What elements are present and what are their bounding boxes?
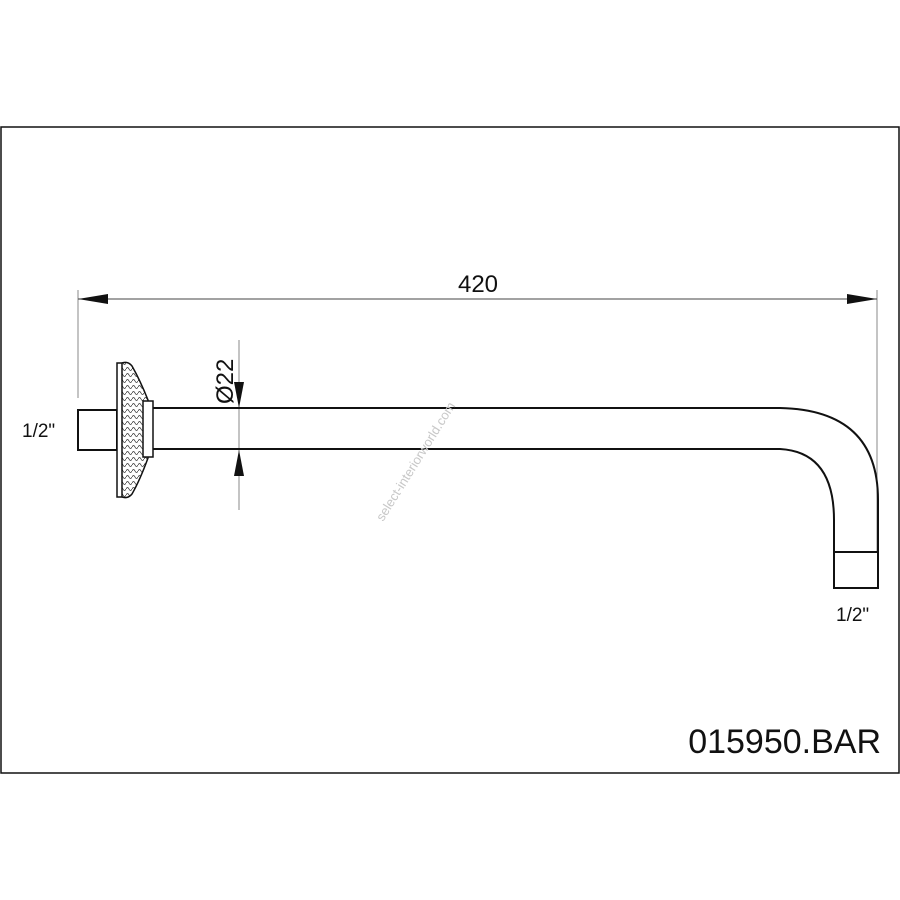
length-dimension bbox=[77, 290, 878, 560]
outlet-thread-label: 1/2" bbox=[836, 605, 869, 626]
inlet-thread-label: 1/2" bbox=[22, 421, 55, 442]
arrow-left-icon bbox=[78, 294, 108, 304]
diameter-dimension bbox=[234, 340, 244, 510]
decorative-flange bbox=[116, 361, 154, 499]
drawing-frame bbox=[0, 126, 900, 774]
outlet-nipple bbox=[833, 551, 879, 589]
length-label: 420 bbox=[458, 271, 498, 298]
arrow-right-icon bbox=[847, 294, 877, 304]
shower-arm-pipe bbox=[153, 407, 879, 589]
product-code: 015950.BAR bbox=[688, 723, 881, 761]
inlet-nipple bbox=[77, 409, 118, 451]
diameter-label: Ø22 bbox=[212, 359, 239, 404]
arrow-up-icon bbox=[234, 450, 244, 476]
arrow-down-icon bbox=[234, 382, 244, 408]
watermark: select-interiorworld.com bbox=[373, 399, 458, 523]
